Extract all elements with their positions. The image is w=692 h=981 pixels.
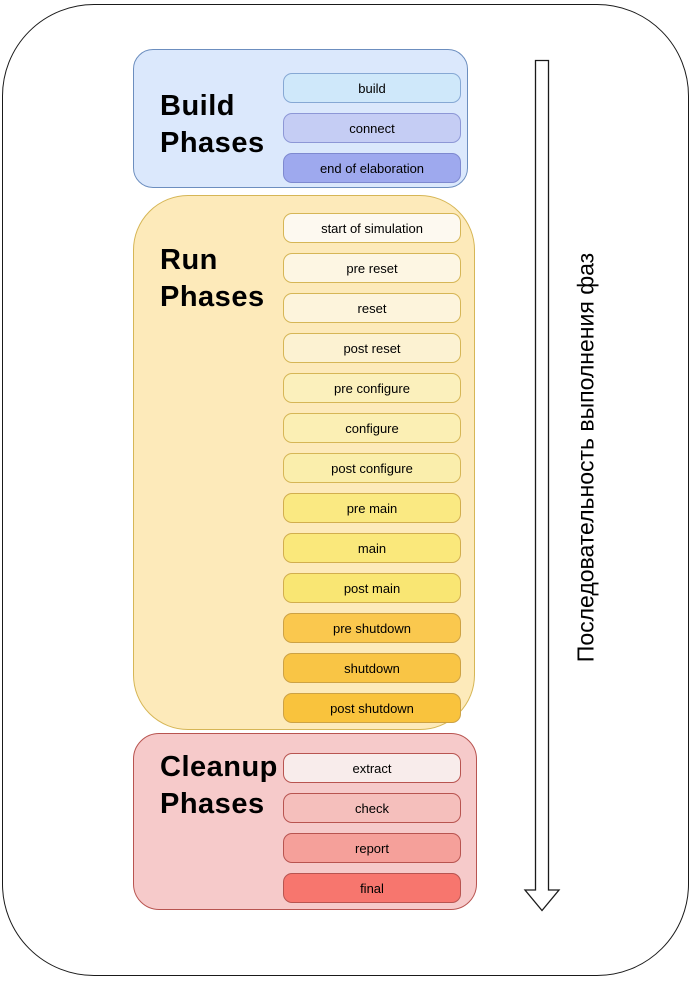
phase-pill: build — [283, 73, 461, 103]
cleanup-phases-title: Cleanup Phases — [160, 751, 278, 820]
phase-pill: report — [283, 833, 461, 863]
build-phases-title: Build Phases — [160, 90, 265, 159]
phase-pill: post shutdown — [283, 693, 461, 723]
phase-pill: check — [283, 793, 461, 823]
phase-label: post main — [343, 580, 401, 596]
phase-label: pre main — [346, 500, 398, 516]
phase-label: check — [355, 800, 389, 816]
phase-label: build — [358, 80, 386, 96]
phase-pill: main — [283, 533, 461, 563]
phase-pill: reset — [283, 293, 461, 323]
phase-label: post reset — [343, 340, 401, 356]
build-phases-section: Build Phases build connect end of elabor… — [133, 49, 468, 188]
phase-pill: pre configure — [283, 373, 461, 403]
sequence-down-arrow-icon — [523, 59, 561, 912]
cleanup-phases-section: Cleanup Phases extract check report fina… — [133, 733, 477, 910]
phase-label: configure — [345, 420, 399, 436]
phase-label: main — [357, 540, 387, 556]
phase-pill: post reset — [283, 333, 461, 363]
phase-label: report — [355, 840, 389, 856]
run-phases-section: Run Phases start of simulation pre reset… — [133, 195, 475, 730]
phase-pill: shutdown — [283, 653, 461, 683]
phase-label: shutdown — [344, 660, 400, 676]
phase-pill: pre shutdown — [283, 613, 461, 643]
phase-pill: configure — [283, 413, 461, 443]
cleanup-phases-list: extract check report final — [283, 753, 461, 903]
phase-pill: final — [283, 873, 461, 903]
phase-label: extract — [352, 760, 392, 776]
phase-label: final — [360, 880, 384, 896]
outer-frame — [2, 4, 689, 976]
run-phases-title: Run Phases — [160, 244, 265, 313]
phase-pill: pre reset — [283, 253, 461, 283]
phase-pill: pre main — [283, 493, 461, 523]
phase-label: end of elaboration — [319, 160, 425, 176]
phase-label: post shutdown — [330, 700, 414, 716]
phase-pill: connect — [283, 113, 461, 143]
phase-label: start of simulation — [321, 220, 423, 236]
phase-pill: start of simulation — [283, 213, 461, 243]
phase-label: pre shutdown — [332, 620, 412, 636]
sequence-arrow-label: Последовательность выполнения фаз — [572, 252, 599, 663]
phase-pill: post configure — [283, 453, 461, 483]
phase-pill: extract — [283, 753, 461, 783]
run-phases-list: start of simulation pre reset reset post… — [283, 213, 461, 723]
phase-pill: end of elaboration — [283, 153, 461, 183]
phase-label: pre reset — [346, 260, 398, 276]
phase-pill: post main — [283, 573, 461, 603]
phase-label: post configure — [331, 460, 413, 476]
phase-label: connect — [349, 120, 395, 136]
phase-label: pre configure — [334, 380, 410, 396]
phase-label: reset — [357, 300, 387, 316]
build-phases-list: build connect end of elaboration — [283, 73, 461, 183]
